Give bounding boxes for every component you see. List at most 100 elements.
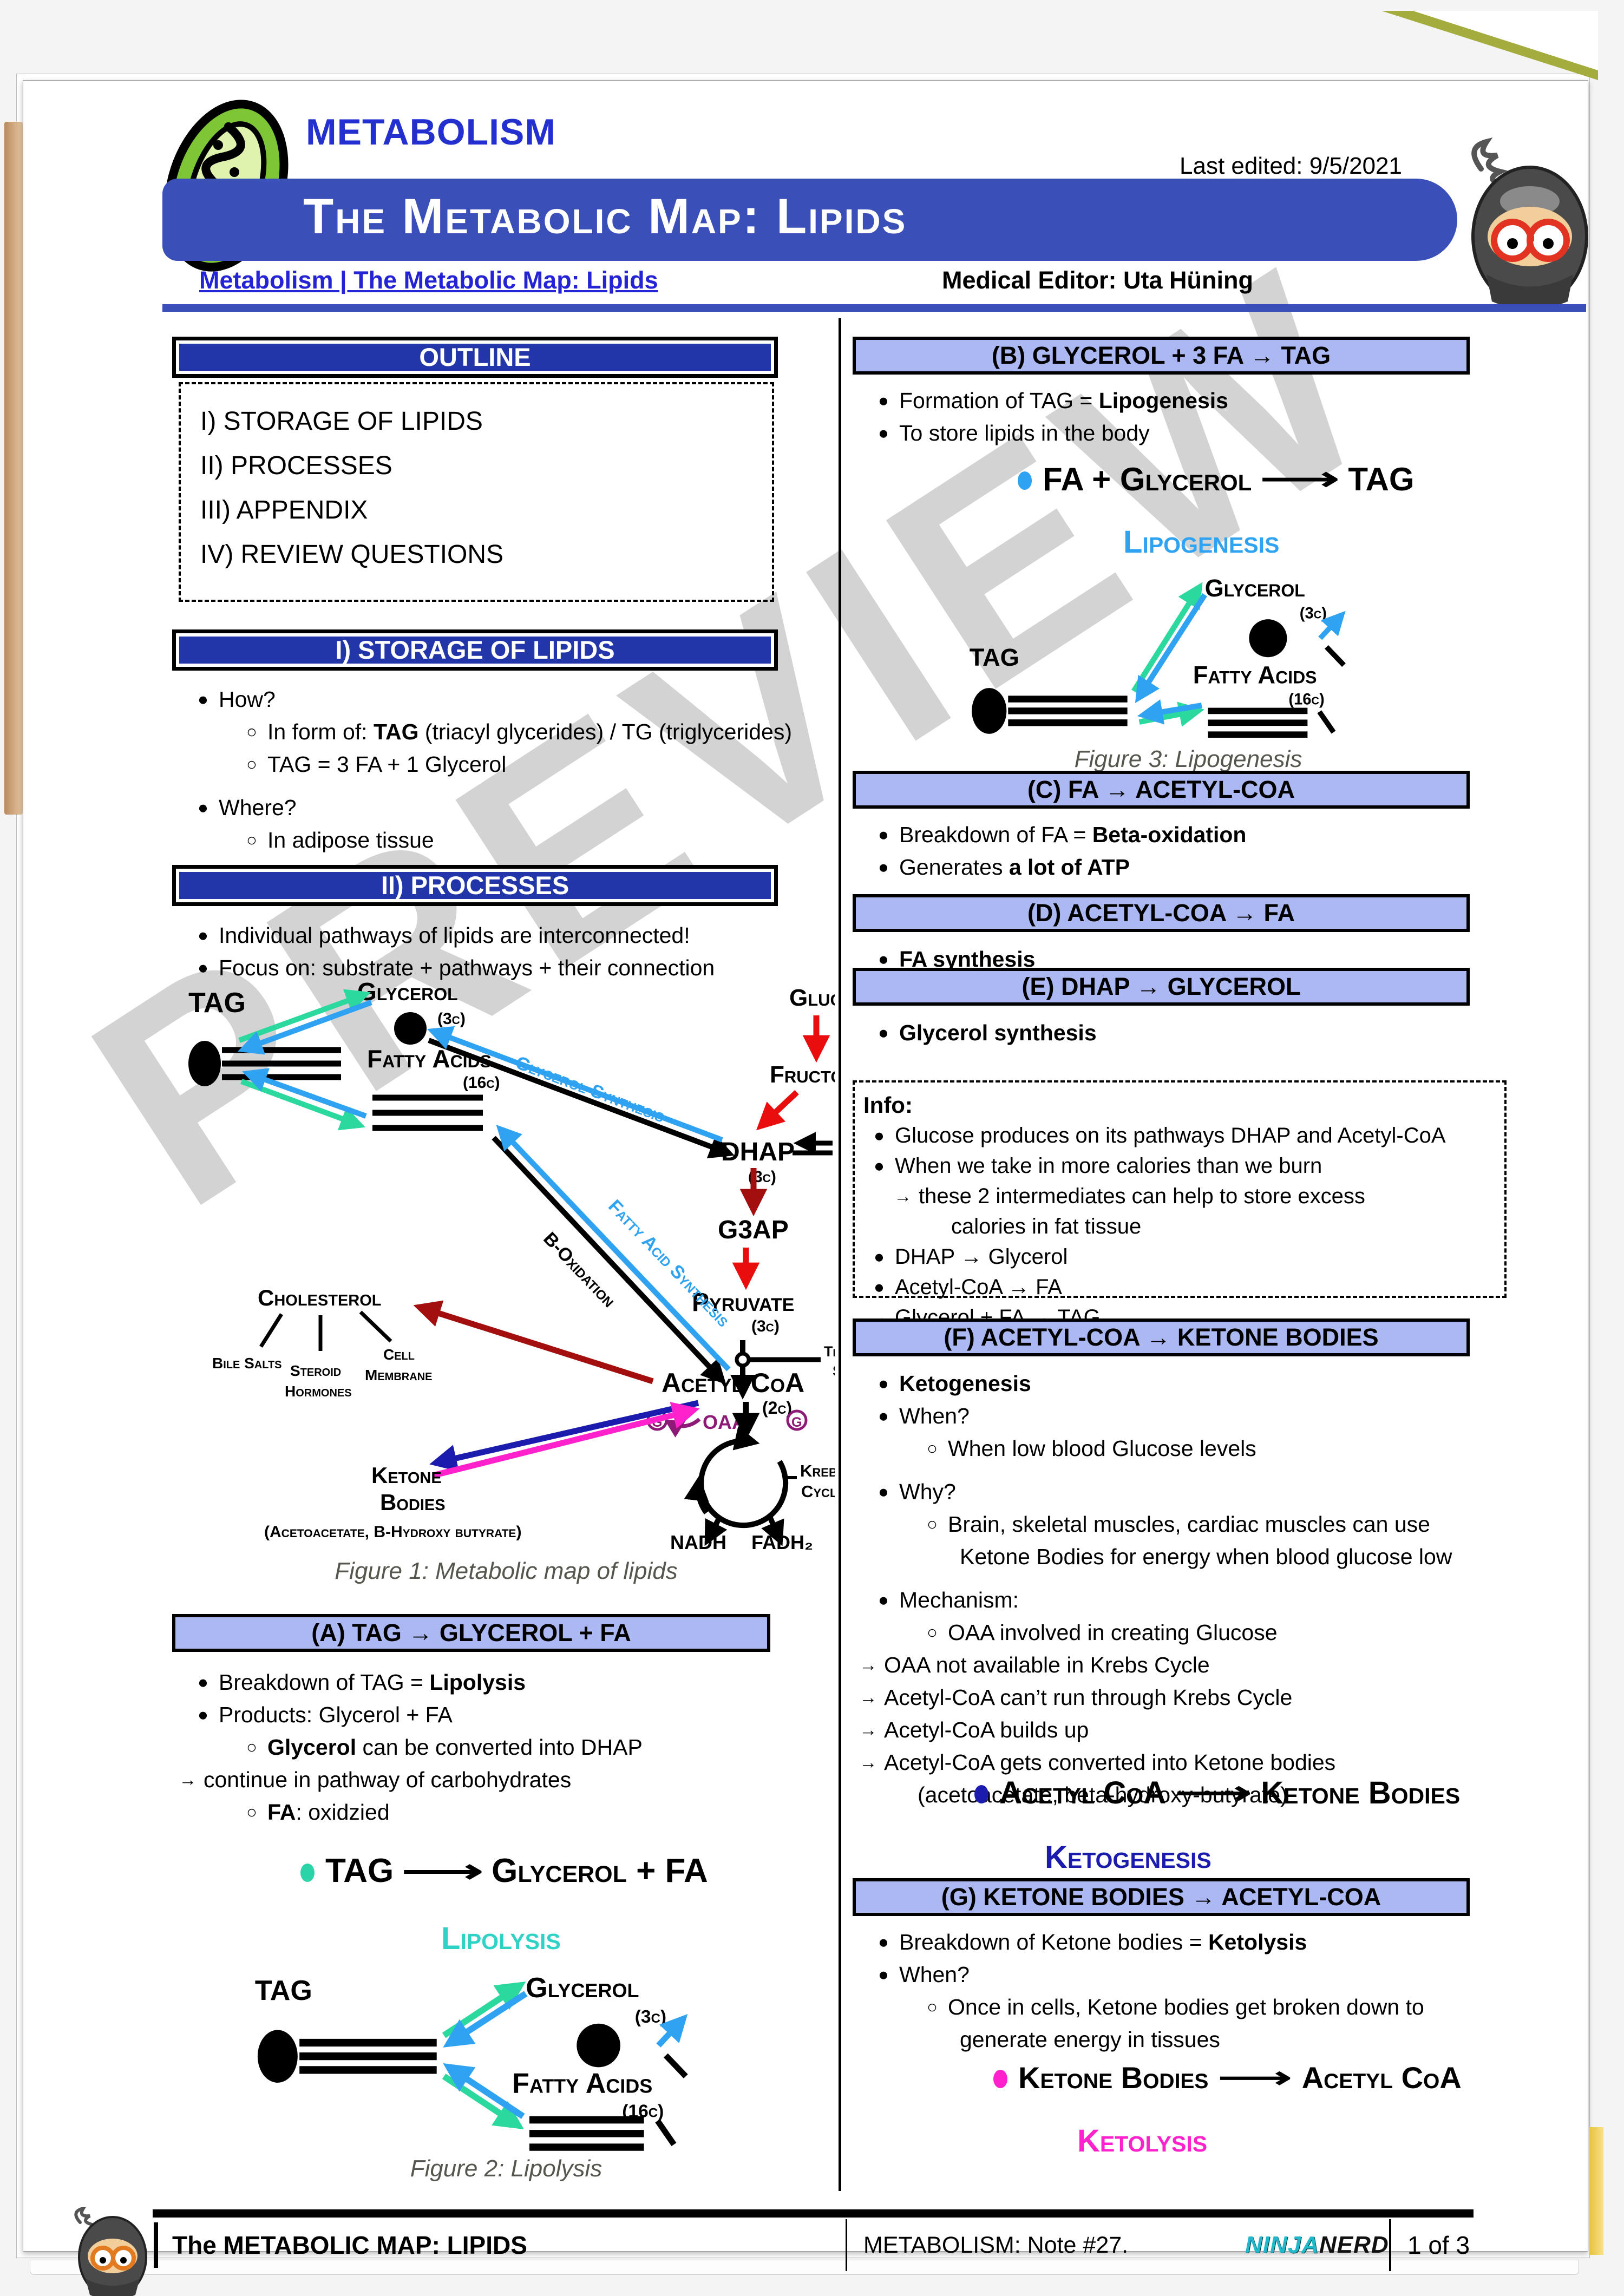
fig1-label-oaa: OAA <box>703 1411 746 1433</box>
fig1-label-tag: TAG <box>188 987 246 1019</box>
fig2-label-glycerol: Glycerol <box>526 1972 639 2004</box>
bullet-line: ○Brain, skeletal muscles, cardiac muscle… <box>927 1512 1430 1537</box>
fig2-label-tag: TAG <box>255 1975 312 2006</box>
bullet-line: generate energy in tissues <box>960 2027 1220 2052</box>
figure2-caption: Figure 2: Lipolysis <box>410 2155 603 2182</box>
bullet-line: ●Where? <box>198 795 297 820</box>
reaction-ketogenesis: Acetyl CoA⟶Ketone Bodies <box>974 1774 1460 1811</box>
section-e-header: (E) DHAP → GLYCEROL <box>853 968 1470 1006</box>
info-line: ●Glucose produces on its pathways DHAP a… <box>874 1124 1446 1147</box>
bullet-line: ●Individual pathways of lipids are inter… <box>198 923 690 948</box>
bullet-line: ○Glycerol can be converted into DHAP <box>246 1735 643 1760</box>
bullet-dot <box>1018 471 1032 490</box>
fig1-label-glycerol: Glycerol <box>357 978 458 1006</box>
bullet-line: ●Products: Glycerol + FA <box>198 1702 453 1727</box>
fig1-label-ketone-detail: (Acetoacetate, B-Hydroxy butyrate) <box>264 1523 521 1541</box>
fig3-label-tag: TAG <box>970 644 1019 671</box>
bullet-line: ○In adipose tissue <box>246 828 434 852</box>
outline-item: I) STORAGE OF LIPIDS <box>200 407 483 436</box>
label-ketolysis: Ketolysis <box>1077 2123 1208 2159</box>
fig1-label-fructose: Fructose <box>770 1061 835 1088</box>
section-c-list: ●Breakdown of FA = Beta-oxidation ●Gener… <box>853 818 1510 883</box>
ninja-footer-icon <box>74 2207 147 2296</box>
section-storage-header: I) STORAGE OF LIPIDS <box>172 629 778 671</box>
section-g-header: (G) KETONE BODIES → ACETYL-COA <box>853 1878 1470 1916</box>
header-rule <box>162 304 1586 312</box>
footer-note: METABOLISM: Note #27. <box>863 2232 1129 2258</box>
fig3-label-3c: (3c) <box>1300 605 1327 622</box>
page-edge-right <box>1589 2127 1603 2255</box>
bullet-line: ●Why? <box>878 1479 956 1504</box>
bullet-line: ●To store lipids in the body <box>878 421 1150 445</box>
section-a-header: (A) TAG → GLYCEROL + FA <box>172 1614 770 1652</box>
fig1-label-cholesterol: Cholesterol <box>258 1285 382 1310</box>
fig1-label-g3ap: G3AP <box>718 1216 789 1244</box>
outline-item: IV) REVIEW QUESTIONS <box>200 540 504 569</box>
stacked-page-edge <box>30 2260 1579 2275</box>
footer-title: The METABOLIC MAP: LIPIDS <box>154 2222 527 2268</box>
page-title: The Metabolic Map: Lipids <box>303 189 907 244</box>
bullet-line: ○TAG = 3 FA + 1 Glycerol <box>246 752 507 777</box>
bullet-line: ●Generates a lot of ATP <box>878 855 1130 880</box>
section-processes-header: II) PROCESSES <box>172 865 778 906</box>
ninjanerd-logo: NINJANERD <box>1245 2232 1389 2258</box>
info-line: →these 2 intermediates can help to store… <box>894 1184 1365 1208</box>
folded-corner-top <box>1413 11 1598 70</box>
fig3-label-fatty-acids: Fatty Acids <box>1193 661 1317 688</box>
bullet-line: ○In form of: TAG (triacyl glycerides) / … <box>246 719 793 744</box>
fig1-label-steroid: Steroid <box>290 1362 341 1379</box>
label-lipogenesis: Lipogenesis <box>1123 524 1280 560</box>
fig1-label-pyr-3c: (3c) <box>751 1317 780 1335</box>
fig1-label-dhap: DHAP <box>721 1138 795 1166</box>
fig1-label-hormones: Hormones <box>285 1383 352 1400</box>
course-title: METABOLISM <box>306 111 556 153</box>
section-b-list: ●Formation of TAG = Lipogenesis ●To stor… <box>853 384 1510 449</box>
fig2-label-fatty-acids: Fatty Acids <box>512 2068 652 2099</box>
bullet-dot <box>974 1785 988 1803</box>
section-e-list: ●Glycerol synthesis <box>853 1016 1510 1049</box>
section-c-header: (C) FA → ACETYL-COA <box>853 771 1470 809</box>
info-box: Info: ●Glucose produces on its pathways … <box>853 1080 1507 1329</box>
fig1-label-cell: Cell <box>383 1346 415 1363</box>
fig3-label-16c: (16c) <box>1288 691 1324 709</box>
title-banner <box>162 179 1457 261</box>
column-divider <box>839 318 841 2191</box>
fig1-label-pyruvate: Pyruvate <box>692 1288 794 1317</box>
section-a-list: ●Breakdown of TAG = Lipolysis ●Products:… <box>172 1666 827 1828</box>
figure3-lipogenesis: TAG Glycerol (3c) Fatty Acids (16c) <box>882 564 1494 744</box>
figure1-caption: Figure 1: Metabolic map of lipids <box>335 1558 678 1584</box>
label-ketogenesis: Ketogenesis <box>1045 1840 1212 1875</box>
figure2-lipolysis: TAG Glycerol (3c) Fatty Acids (16c) <box>179 1946 835 2153</box>
reaction-lipogenesis: FA + Glycerol⟶TAG <box>1018 460 1415 498</box>
fig1-label-glycerol-synthesis: Glycerol Synthesis <box>513 1052 667 1127</box>
footer-separator <box>846 2219 847 2271</box>
bullet-line: ●Focus on: substrate + pathways + their … <box>198 955 715 980</box>
bullet-line: ●Mechanism: <box>878 1587 1019 1612</box>
bullet-line: ●FA synthesis <box>878 947 1036 972</box>
bullet-line: ○When low blood Glucose levels <box>927 1436 1256 1461</box>
fig1-g-icon: G <box>791 1415 802 1430</box>
fig1-label-16c: (16c) <box>463 1074 500 1092</box>
last-edited: Last edited: 9/5/2021 <box>1180 153 1402 179</box>
section-storage-list: ●How? ○In form of: TAG (triacyl glycerid… <box>172 683 811 856</box>
bullet-line: ●When? <box>878 1403 970 1428</box>
section-g-list: ●Breakdown of Ketone bodies = Ketolysis … <box>853 1926 1510 2056</box>
bullet-line: ●Breakdown of FA = Beta-oxidation <box>878 822 1247 847</box>
outline-box: I) STORAGE OF LIPIDS II) PROCESSES III) … <box>179 382 774 602</box>
bullet-dot <box>300 1863 315 1882</box>
fig1-label-ketone: Ketone <box>371 1462 442 1488</box>
bullet-line: →Acetyl-CoA can’t run through Krebs Cycl… <box>859 1685 1293 1710</box>
bullet-line: ○OAA involved in creating Glucose <box>927 1620 1278 1645</box>
breadcrumb-link[interactable]: Metabolism | The Metabolic Map: Lipids <box>199 266 658 294</box>
ninja-mascot-icon <box>1471 137 1588 310</box>
section-d-header: (D) ACETYL-COA → FA <box>853 894 1470 932</box>
medical-editor: Medical Editor: Uta Hüning <box>942 266 1254 294</box>
outline-header: OUTLINE <box>172 337 778 378</box>
info-title: Info: <box>863 1092 913 1118</box>
reaction-lipolysis: TAG⟶Glycerol + FA <box>300 1851 708 1891</box>
fig2-label-3c: (3c) <box>635 2007 666 2027</box>
bullet-line: ●When? <box>878 1962 970 1987</box>
page-number: 1 of 3 <box>1407 2231 1470 2259</box>
section-d-list: ●FA synthesis <box>853 943 1510 975</box>
